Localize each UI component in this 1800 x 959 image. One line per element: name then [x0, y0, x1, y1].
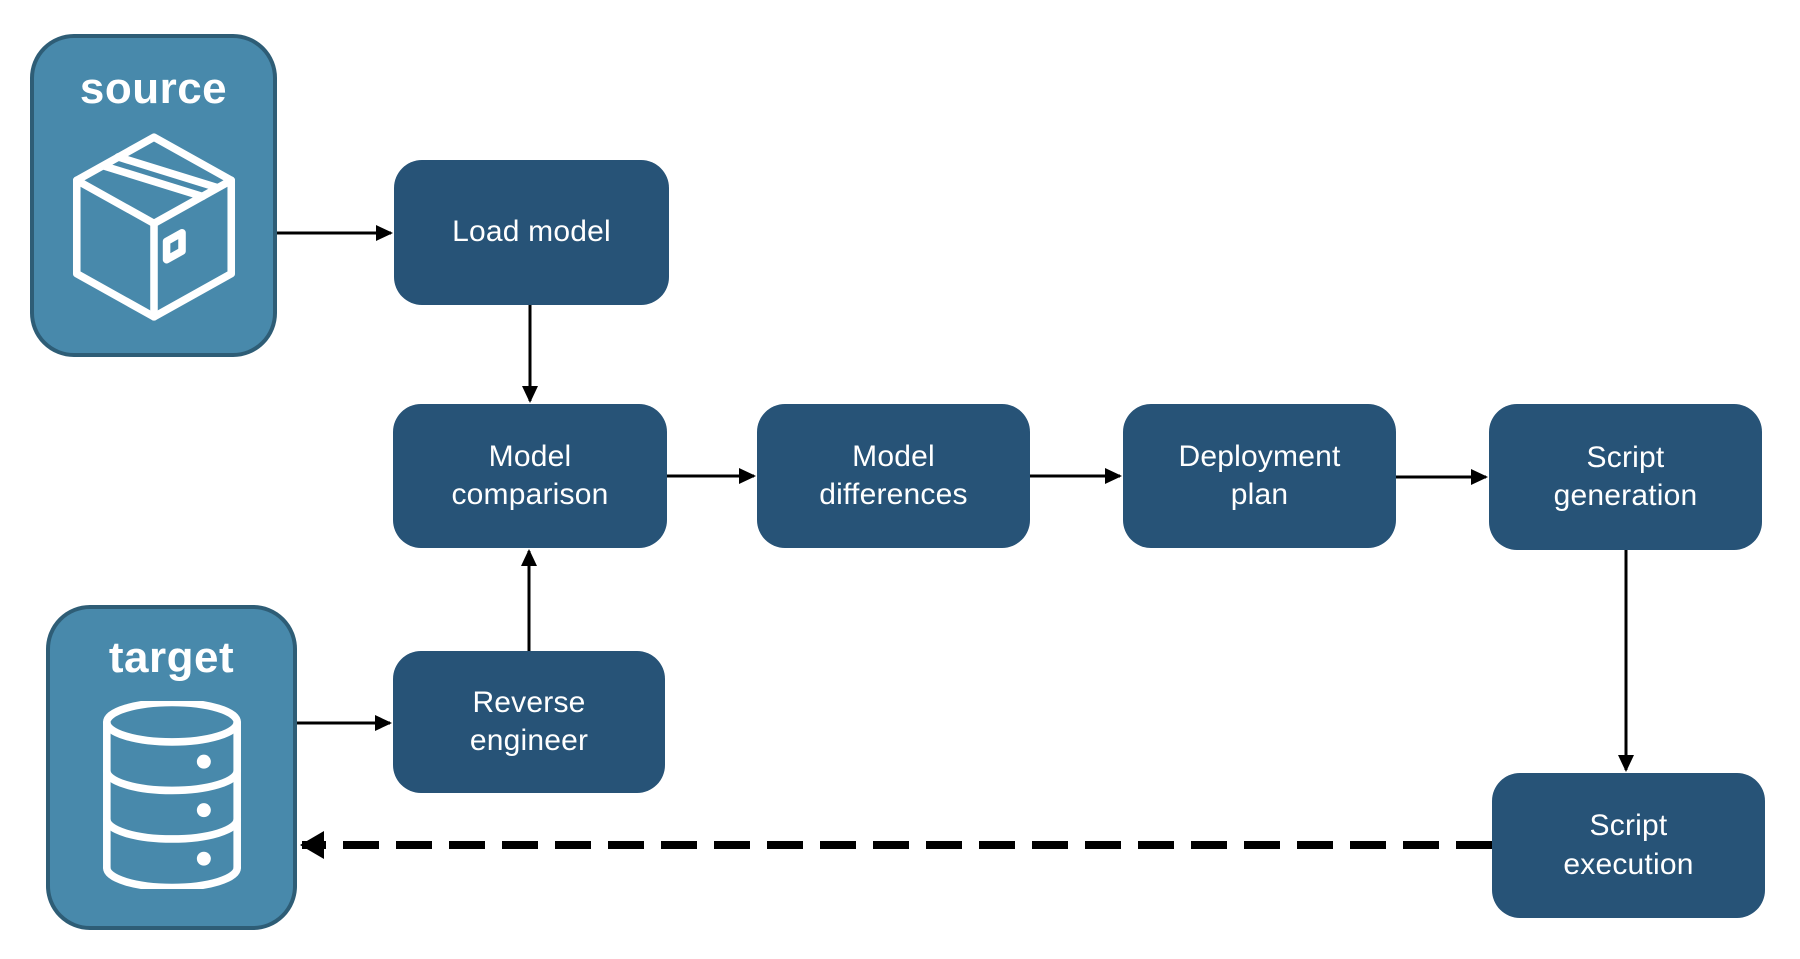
reverse-engineer-label: Reverse engineer [469, 685, 589, 757]
node-target: target [46, 605, 297, 930]
node-script-execution: Script execution [1492, 773, 1765, 918]
load-model-label: Load model [452, 215, 611, 249]
node-source: source [30, 34, 277, 357]
node-script-generation: Script generation [1489, 404, 1762, 550]
model-comparison-label: Model comparison [451, 439, 609, 511]
script-execution-label: Script execution [1563, 809, 1694, 881]
script-generation-label: Script generation [1553, 440, 1698, 512]
model-differences-label: Model differences [819, 439, 968, 511]
source-label: source [79, 64, 228, 113]
target-label: target [108, 633, 235, 682]
database-icon [102, 701, 241, 889]
node-reverse-engineer: Reverse engineer [393, 651, 665, 793]
node-deployment-plan: Deployment plan [1123, 404, 1396, 548]
package-icon [72, 133, 235, 321]
node-model-differences: Model differences [757, 404, 1030, 548]
node-model-comparison: Model comparison [393, 404, 667, 548]
node-load-model: Load model [394, 160, 669, 305]
deployment-plan-label: Deployment plan [1178, 439, 1341, 511]
